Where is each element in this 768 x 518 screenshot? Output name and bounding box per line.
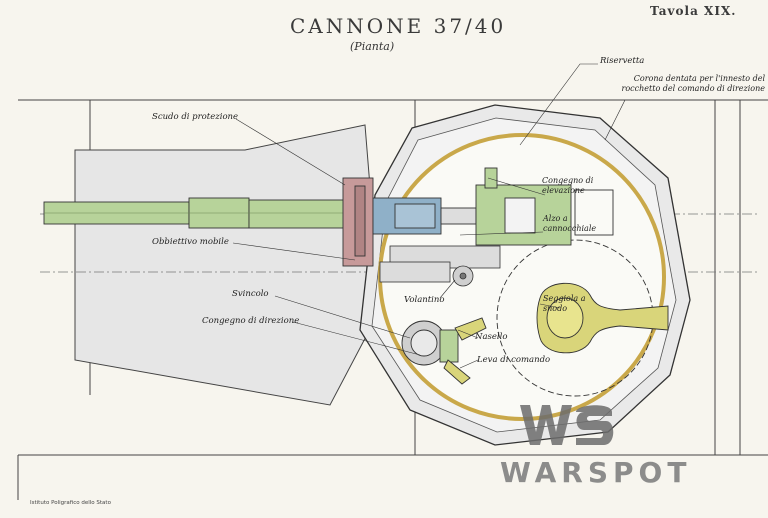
label-scudo: Scudo di protezione — [152, 112, 239, 122]
label-congegno-elevazione: Congegno di elevazione — [542, 176, 594, 195]
callout-lines — [232, 63, 626, 369]
casemate-deck — [74, 124, 381, 406]
plate-title: CANNONE 37/40 — [290, 14, 507, 38]
protection-shield — [342, 177, 374, 267]
label-seggiola: Seggiola a snodo — [543, 294, 586, 313]
label-obbiettivo: Obbiettivo mobile — [152, 237, 229, 247]
gun-breech — [372, 197, 477, 235]
watermark-text: WARSPOT — [500, 456, 692, 489]
label-congegno-direzione: Congegno di direzione — [202, 316, 300, 326]
label-leva: Leva di comando — [477, 355, 551, 365]
label-riservetta: Riservetta — [600, 56, 645, 66]
label-alzo: Alzo a cannocchiale — [543, 214, 597, 233]
label-nasello: Nasello — [475, 332, 508, 342]
seat-assembly — [536, 282, 669, 354]
plate-subtitle: (Pianta) — [350, 40, 395, 53]
footer-credit: Istituto Poligrafico dello Stato — [30, 500, 111, 506]
plate-number: Tavola XIX. — [650, 4, 737, 18]
label-corona: Corona dentata per l'innesto del rocchet… — [621, 74, 765, 93]
gun-barrel — [43, 197, 350, 229]
direction-gear — [401, 317, 487, 385]
label-volantino: Volantino — [404, 295, 445, 305]
traverse-mechanism — [379, 245, 501, 287]
label-svincolo: Svincolo — [232, 289, 269, 299]
